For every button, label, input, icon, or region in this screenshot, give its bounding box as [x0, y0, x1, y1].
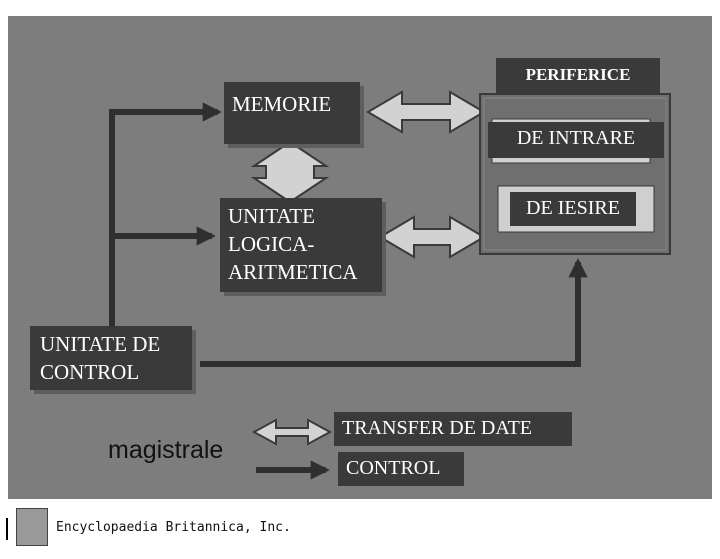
legend-double-arrow [251, 418, 333, 446]
britannica-logo-icon [16, 508, 48, 546]
control-line-to-memorie [109, 102, 222, 330]
transfer-arrow-memorie-periferice [366, 90, 486, 134]
de-intrare-box: DE INTRARE [488, 122, 664, 158]
memorie-label: MEMORIE [232, 92, 332, 116]
de-iesire-label: DE IESIRE [526, 197, 620, 219]
legend-title: magistrale [108, 436, 224, 464]
credit-cut-mark [0, 518, 8, 540]
legend-control-label: CONTROL [346, 457, 441, 479]
de-iesire-box: DE IESIRE [510, 192, 636, 226]
ual-box: UNITATE LOGICA- ARITMETICA [220, 198, 382, 292]
legend-control-box: CONTROL [338, 452, 464, 486]
legend-transfer-label: TRANSFER DE DATE [342, 417, 533, 439]
legend-transfer-box: TRANSFER DE DATE [334, 412, 572, 446]
transfer-arrow-ual-periferice [378, 215, 486, 259]
control-line-to-periferice [200, 258, 588, 367]
credit-text: Encyclopaedia Britannica, Inc. [56, 520, 291, 535]
transfer-arrow-memorie-ual [250, 140, 330, 204]
periferice-label: PERIFERICE [525, 65, 631, 84]
de-intrare-label: DE INTRARE [516, 127, 636, 149]
memorie-box: MEMORIE [224, 82, 360, 144]
ual-label-line-3: ARITMETICA [228, 260, 358, 284]
ual-label-line-2: LOGICA- [228, 232, 315, 256]
control-unit-label-line-1: UNITATE DE [40, 332, 161, 356]
control-unit-label-line-2: CONTROL [40, 360, 140, 384]
ual-label-line-1: UNITATE [228, 204, 315, 228]
periferice-title: PERIFERICE [496, 58, 660, 94]
control-unit-box: UNITATE DE CONTROL [30, 326, 192, 390]
